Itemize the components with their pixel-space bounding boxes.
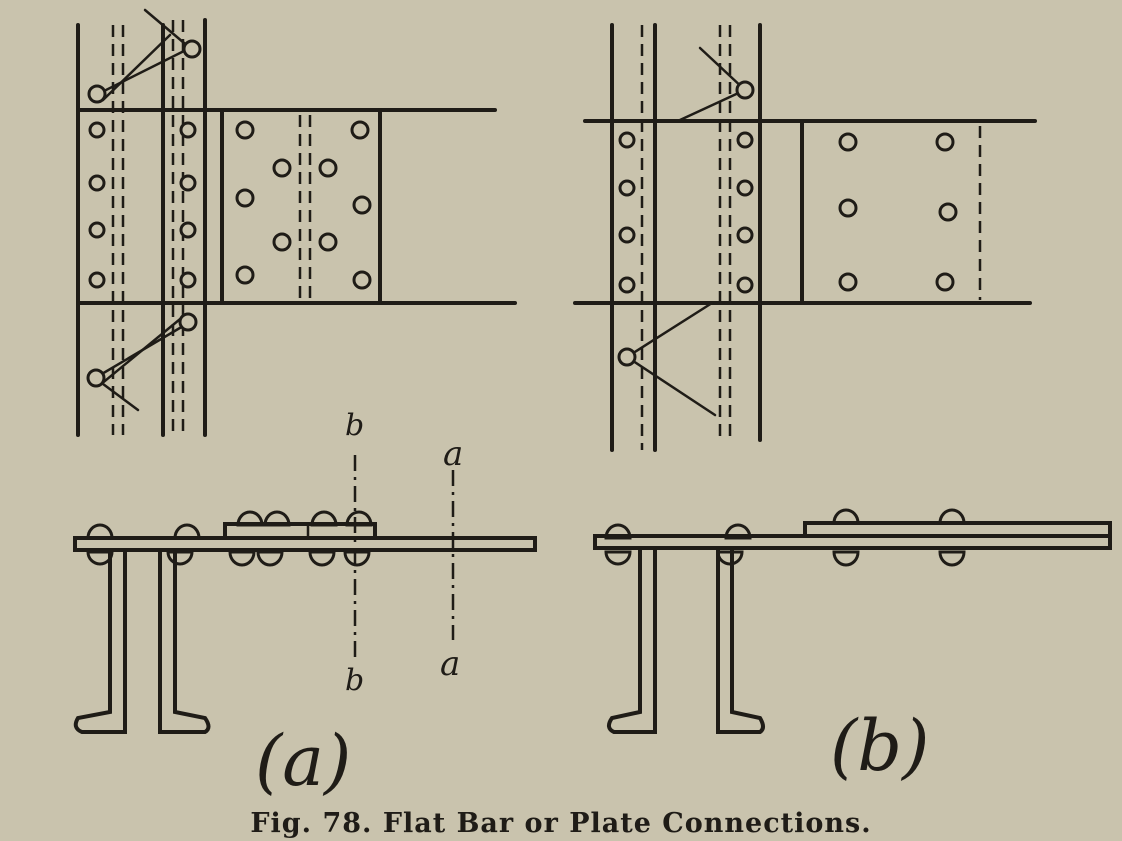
view-a-label: (a) — [255, 720, 351, 802]
section-a-bottom-label: a — [440, 644, 460, 684]
view-b-label: (b) — [830, 705, 929, 787]
view-a-plan — [76, 8, 517, 437]
section-a-top-label: a — [443, 434, 463, 474]
view-b-elevation — [593, 508, 1112, 734]
view-a-elevation — [73, 455, 537, 734]
figure-caption: Fig. 78. Flat Bar or Plate Connections. — [250, 808, 872, 839]
view-b-plan — [573, 23, 1037, 452]
section-b-top-label: b — [345, 408, 364, 443]
section-b-bottom-label: b — [345, 663, 364, 698]
